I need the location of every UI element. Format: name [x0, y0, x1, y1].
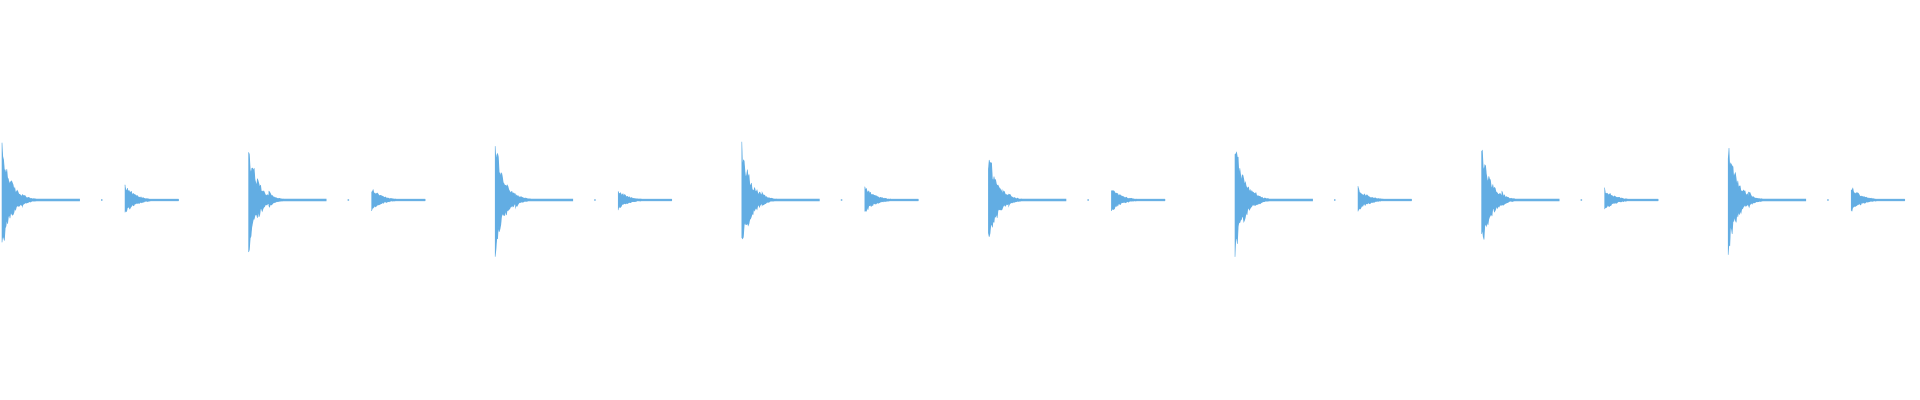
kick-hit-2 [248, 152, 327, 253]
kick-resonance-5 [1008, 193, 1023, 208]
ghost-tick-7 [1580, 199, 1583, 201]
kick-hit-4 [741, 141, 820, 240]
snare-hit-2 [371, 188, 426, 212]
snare-hit-1 [124, 184, 179, 214]
ghost-tick-8 [1827, 199, 1829, 201]
snare-hit-3 [617, 191, 673, 211]
snare-hit-6 [1357, 186, 1412, 212]
kick-hit-8 [1727, 147, 1807, 255]
ghost-tick-3 [594, 199, 596, 201]
kick-hit-5 [988, 159, 1067, 237]
kick-resonance-2 [268, 190, 283, 208]
kick-resonance-7 [1501, 190, 1516, 206]
ghost-tick-5 [1087, 199, 1089, 201]
kick-hit-7 [1481, 149, 1560, 240]
kick-hit-3 [494, 146, 574, 257]
ghost-tick-2 [347, 199, 350, 201]
kick-hit-1 [1, 142, 80, 243]
kick-resonance-6 [1255, 191, 1269, 206]
snare-hit-4 [864, 186, 919, 212]
kick-resonance-4 [761, 191, 776, 207]
kick-resonance-1 [22, 194, 36, 209]
ghost-tick-1 [101, 199, 103, 201]
snare-hit-5 [1111, 190, 1166, 212]
kick-resonance-3 [515, 193, 530, 210]
snare-hit-8 [1850, 186, 1906, 212]
waveform-marks [1, 141, 1906, 257]
snare-hit-7 [1604, 187, 1659, 211]
kick-hit-6 [1234, 151, 1313, 257]
ghost-tick-6 [1334, 199, 1336, 201]
ghost-tick-4 [840, 199, 843, 201]
kick-resonance-8 [1748, 191, 1763, 209]
